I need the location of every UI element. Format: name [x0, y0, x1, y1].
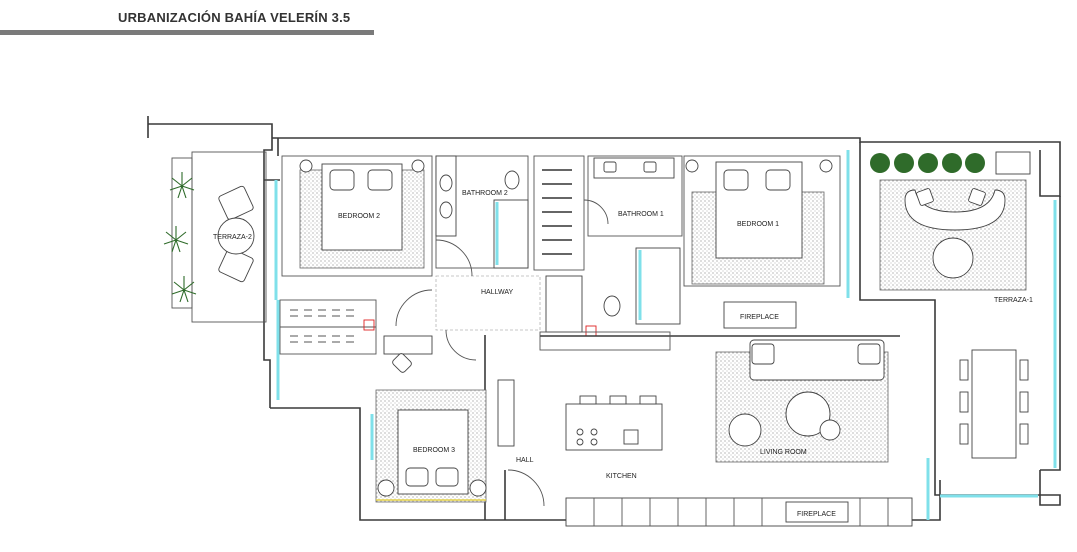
- shower: [493, 199, 529, 269]
- armchair: [728, 413, 762, 447]
- entry-door-swing: [507, 469, 545, 507]
- door-swing: [395, 289, 433, 327]
- toilet: [504, 170, 520, 190]
- desk-chair: [392, 353, 412, 373]
- door-swing: [445, 329, 477, 361]
- outdoor-sink: [995, 151, 1031, 175]
- fireplace-upper: [723, 301, 797, 329]
- nightstand-lamp: [377, 479, 395, 497]
- coffee-table: [785, 391, 831, 437]
- hallway-label: HALLWAY: [481, 289, 513, 296]
- shower: [635, 247, 681, 325]
- bathroom-1: BATHROOM 1: [545, 155, 683, 337]
- terraza-1: TERRAZA-1: [870, 151, 1057, 498]
- round-coffee-table: [932, 237, 974, 279]
- plant-column-left: [163, 172, 197, 303]
- desk: [383, 335, 433, 355]
- bedroom-2: BEDROOM 2: [276, 155, 433, 400]
- kitchen-counter: [565, 497, 913, 527]
- terraza-2-label: TERRAZA-2: [213, 234, 252, 241]
- bathtub: [545, 275, 583, 333]
- bedroom-2-label: BEDROOM 2: [338, 213, 380, 220]
- panel-marker: [585, 325, 597, 337]
- hall-label: HALL: [516, 457, 534, 464]
- bedroom-3: BEDROOM 3: [370, 335, 487, 503]
- living-room: LIVING ROOM: [715, 339, 930, 520]
- page-title: URBANIZACIÓN BAHÍA VELERÍN 3.5: [118, 10, 351, 25]
- sofa: [749, 339, 885, 381]
- terraza-1-label: TERRAZA-1: [994, 297, 1033, 304]
- dining-table: [971, 349, 1017, 459]
- nightstand-lamp: [411, 159, 425, 173]
- pillow: [765, 169, 791, 191]
- sink: [439, 201, 453, 219]
- title-underline: [0, 30, 374, 35]
- kitchen-label: KITCHEN: [606, 473, 637, 480]
- nightstand-lamp: [819, 159, 833, 173]
- planter-row: [870, 153, 985, 173]
- hall-console: [497, 379, 515, 447]
- living-room-label: LIVING ROOM: [760, 449, 807, 456]
- toilet: [603, 295, 621, 317]
- curved-sofa: [904, 189, 1006, 231]
- fireplace-label-lower: FIREPLACE: [797, 511, 836, 518]
- vanity: [435, 155, 457, 237]
- pillow: [367, 169, 393, 191]
- panel-marker: [363, 319, 375, 331]
- hall-kitchen: FIREPLACE HALL KITCHEN: [497, 331, 913, 527]
- bathroom-2-label: BATHROOM 2: [462, 190, 508, 197]
- pillow: [723, 169, 749, 191]
- pillow: [329, 169, 355, 191]
- nightstand-lamp: [469, 479, 487, 497]
- door-swing: [435, 239, 473, 277]
- hallway: HALLWAY: [395, 239, 541, 361]
- sink: [439, 174, 453, 192]
- bedroom-1: FIREPLACE BEDROOM 1: [683, 150, 850, 329]
- kitchen-sink: [623, 429, 639, 445]
- bathroom-2: BATHROOM 2: [435, 155, 529, 269]
- nightstand-lamp: [299, 159, 313, 173]
- bedroom-3-label: BEDROOM 3: [413, 447, 455, 454]
- fireplace-lower: [785, 501, 849, 523]
- round-table: [217, 217, 255, 255]
- terraza-2-area: [171, 151, 278, 323]
- side-table: [819, 419, 841, 441]
- bedroom-1-label: BEDROOM 1: [737, 221, 779, 228]
- lounge-chair: [218, 185, 254, 221]
- pillow: [435, 467, 459, 487]
- pillow: [405, 467, 429, 487]
- fireplace-label-upper: FIREPLACE: [740, 314, 779, 321]
- nightstand-lamp: [685, 159, 699, 173]
- bathroom-1-label: BATHROOM 1: [618, 211, 664, 218]
